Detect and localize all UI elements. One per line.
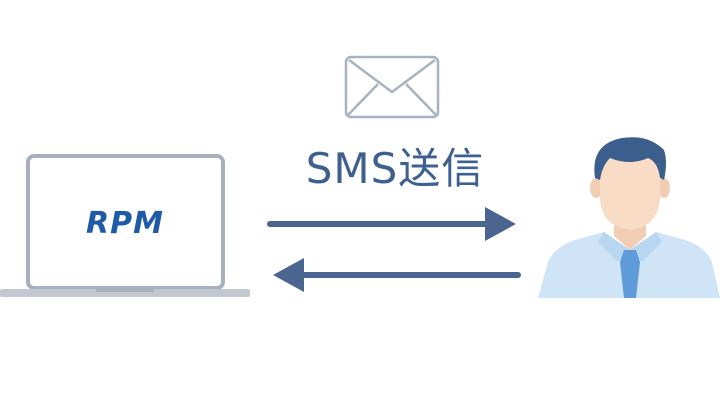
caption-sms-send: SMS送信 — [305, 144, 485, 193]
laptop-logo-text: RPM — [86, 206, 164, 241]
laptop-icon — [0, 154, 250, 297]
person-icon — [538, 137, 720, 298]
arrow-left — [273, 258, 521, 292]
envelope-icon — [344, 55, 440, 119]
arrow-right — [267, 207, 516, 241]
